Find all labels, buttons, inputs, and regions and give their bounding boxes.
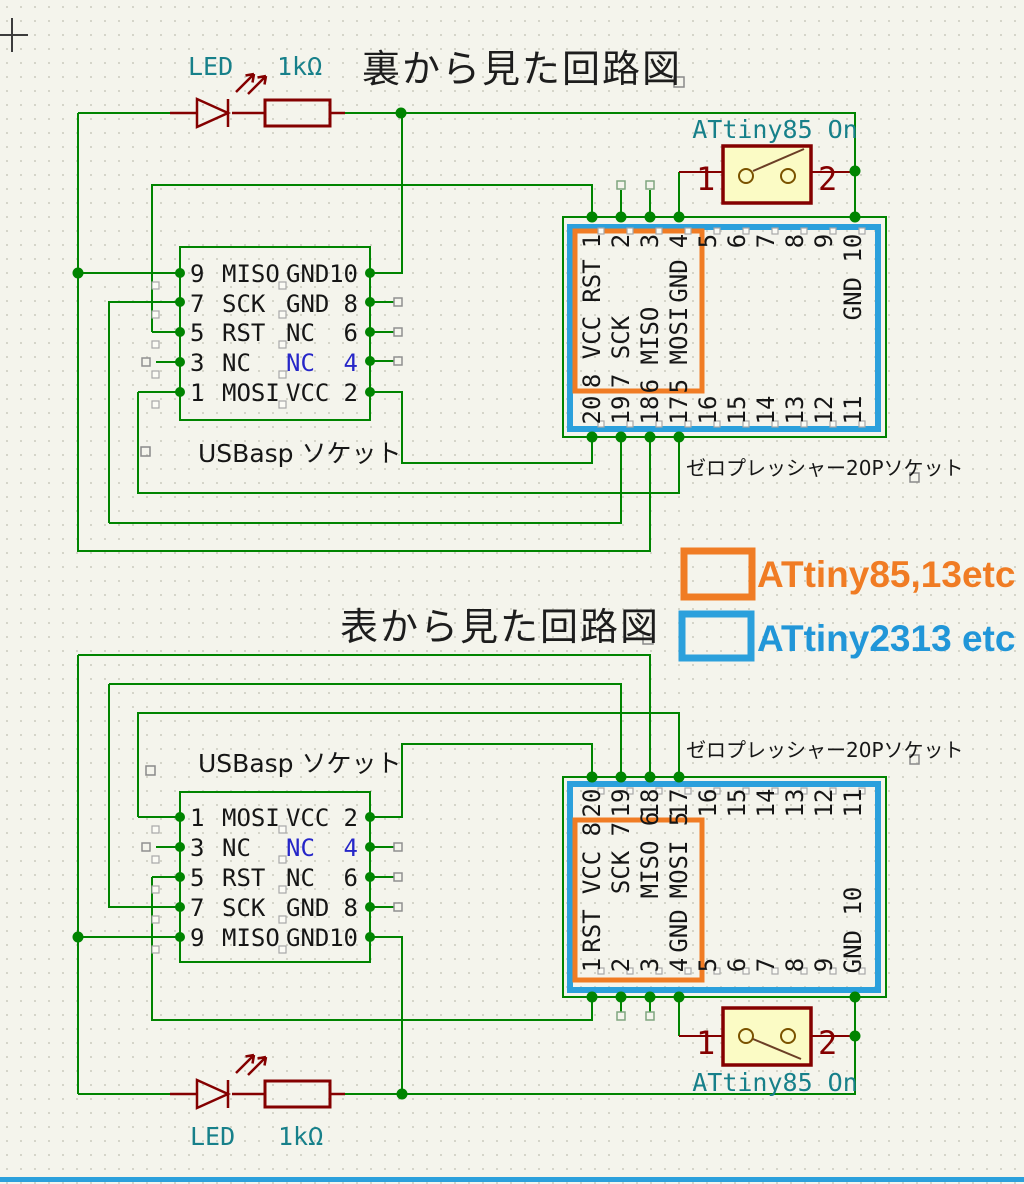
legend-blue-box xyxy=(678,610,755,662)
usbasp-top-pin-number: 10 xyxy=(329,260,358,288)
usbasp-bottom-pin-number: 2 xyxy=(343,804,358,832)
led-label-bottom: LED xyxy=(190,1122,236,1151)
usbasp-bottom-pin-number: 9 xyxy=(190,924,205,952)
label-marker-squares xyxy=(140,76,920,776)
led-symbol-top xyxy=(170,72,345,129)
usbasp-bottom-pin-number: 7 xyxy=(190,894,205,922)
legend-orange-label: ATtiny85,13etc xyxy=(757,554,1016,595)
wires-bottom xyxy=(77,654,856,1095)
usbasp-bottom-pin-name: MISO xyxy=(222,924,280,952)
usbasp-top-pin-name: NC xyxy=(286,319,315,347)
usbasp-bottom-pin-number: 1 xyxy=(190,804,205,832)
resistor-label-bottom: 1kΩ xyxy=(278,1122,324,1151)
usbasp-pin-squares xyxy=(151,281,287,954)
led-symbol-bottom xyxy=(170,1053,345,1110)
origin-cross-icon xyxy=(0,18,28,52)
zif-box-top xyxy=(562,216,887,438)
zif-blue-frame-bottom xyxy=(567,781,881,993)
usbasp-top-pin-number: 3 xyxy=(190,349,205,377)
switch-label-top: ATtiny85 On xyxy=(692,115,858,144)
resistor-symbol-bottom xyxy=(263,1079,332,1109)
usbasp-top-pin-name: GND xyxy=(286,260,330,288)
zif-label-bottom: ゼロプレッシャー20Pソケット xyxy=(686,738,964,762)
usbasp-top-pin-number-nc: 4 xyxy=(343,349,358,377)
usbasp-top-pin-name: GND xyxy=(286,290,330,318)
usbasp-top-pin-number: 7 xyxy=(190,290,205,318)
switch-pin1-bottom: 1 xyxy=(696,1024,716,1062)
legend-blue-label: ATtiny2313 etc xyxy=(757,618,1016,659)
usbasp-top-pin-number: 8 xyxy=(343,290,358,318)
open-end-squares xyxy=(141,297,403,912)
usbasp-top-pin-number: 2 xyxy=(343,379,358,407)
usbasp-bottom-pin-name: NC xyxy=(222,834,251,862)
usbasp-top-pin-name: SCK xyxy=(222,290,266,318)
zif-blue-frame-top xyxy=(567,224,881,432)
usbasp-bottom-pin-number: 6 xyxy=(343,864,358,892)
usbasp-top-pin-name: RST xyxy=(222,319,266,347)
usbasp-bottom-pin-name: SCK xyxy=(222,894,266,922)
usbasp-top-pin-number: 9 xyxy=(190,260,205,288)
usbasp-bottom-pin-name: NC xyxy=(286,864,315,892)
usbasp-bottom-pin-number-nc: 4 xyxy=(343,834,358,862)
led-label-top: LED xyxy=(188,52,234,81)
switch-symbol-bottom xyxy=(679,1006,855,1067)
usbasp-bottom-pin-name: MOSI xyxy=(222,804,280,832)
usbasp-bottom-pin-number: 8 xyxy=(343,894,358,922)
switch-pin2-bottom: 2 xyxy=(818,1024,838,1062)
usbasp-bottom-pin-name: GND xyxy=(286,894,330,922)
resistor-symbol-top xyxy=(263,98,332,128)
usbasp-top-pin-number: 1 xyxy=(190,379,205,407)
usbasp-label-top: USBasp ソケット xyxy=(198,439,402,468)
resistor-label-top: 1kΩ xyxy=(277,52,323,81)
usbasp-bottom-pin-name-nc: NC xyxy=(286,834,315,862)
stub-end-squares xyxy=(616,180,655,1021)
switch-symbol-top xyxy=(679,144,855,205)
usbasp-top-pin-name: MOSI xyxy=(222,379,280,407)
usbasp-top-pin-name: NC xyxy=(222,349,251,377)
usbasp-bottom-pin-number: 5 xyxy=(190,864,205,892)
zif-pin-squares xyxy=(597,227,866,975)
usbasp-bottom-pin-name: VCC xyxy=(286,804,330,832)
switch-label-bottom: ATtiny85 On xyxy=(692,1068,858,1097)
title-front-view: 表から見た回路図 xyxy=(340,605,661,649)
usbasp-top-pin-number: 6 xyxy=(343,319,358,347)
usbasp-bottom-pin-name: RST xyxy=(222,864,266,892)
usbasp-top-pin-name: VCC xyxy=(286,379,330,407)
usbasp-top-pin-number: 5 xyxy=(190,319,205,347)
bottom-blue-edge xyxy=(0,1177,1024,1182)
usbasp-top-pin-name: MISO xyxy=(222,260,280,288)
title-back-view: 裏から見た回路図 xyxy=(362,47,683,91)
junction-dots xyxy=(72,107,861,1100)
switch-pin1-top: 1 xyxy=(696,160,716,198)
legend-orange-box xyxy=(680,547,756,601)
zif-orange-frame-top xyxy=(572,228,705,394)
usbasp-bottom-pin-number: 3 xyxy=(190,834,205,862)
switch-pin2-top: 2 xyxy=(818,160,838,198)
zif-orange-frame-bottom xyxy=(572,817,705,983)
usbasp-top-pin-name-nc: NC xyxy=(286,349,315,377)
zif-label-top: ゼロプレッシャー20Pソケット xyxy=(686,456,964,480)
wires-top xyxy=(77,112,856,552)
zif-box-bottom xyxy=(562,776,887,998)
usbasp-bottom-pin-name: GND xyxy=(286,924,330,952)
usbasp-label-bottom: USBasp ソケット xyxy=(198,749,402,778)
usbasp-bottom-pin-number: 10 xyxy=(329,924,358,952)
